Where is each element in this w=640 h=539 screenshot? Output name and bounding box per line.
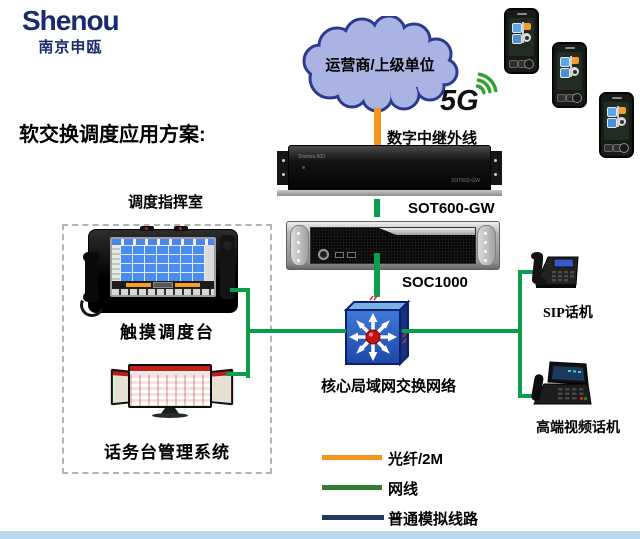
mobile-phone-icon (552, 42, 587, 108)
5g-icon: 5G (440, 64, 502, 117)
brand-logo: Shenou 南京申瓯 (22, 5, 120, 57)
gateway-label: SOT600-GW (408, 200, 495, 217)
usb-port-icon (347, 252, 356, 258)
lan-line-switch-phones (402, 329, 520, 333)
gateway-device: Shenou 600 SOT600-GW (277, 145, 502, 197)
power-button-icon (318, 249, 329, 260)
server-label: SOC1000 (402, 274, 468, 291)
console-nav-keys (153, 282, 173, 288)
core-switch-icon (341, 295, 411, 367)
lan-line-video-arm (518, 394, 538, 398)
console-clip (174, 226, 188, 231)
console-bottom-keys (112, 289, 214, 295)
dispatch-room-label: 调度指挥室 (128, 194, 204, 211)
console-screen-scroll (205, 245, 214, 281)
console-screen-sidebar (112, 245, 120, 281)
legend-analog-swatch (322, 515, 384, 520)
console-orange-key (126, 283, 151, 287)
legend-lan-swatch (322, 485, 382, 490)
rack-handle (477, 225, 496, 266)
console-speaker (220, 235, 235, 299)
lan-line-room-switch (246, 329, 346, 333)
lan-line-console-arm (230, 288, 250, 292)
digital-trunk-label: 数字中继外线 (387, 130, 478, 147)
lan-line-gateway-server (374, 199, 380, 217)
fiber-line-cloud-gateway (374, 108, 381, 148)
footer-accent-bar (0, 531, 640, 539)
sip-phone-icon (531, 252, 579, 288)
monitor-stand (160, 408, 180, 415)
video-phone-label: 高端视频话机 (536, 421, 620, 436)
lan-line-left-riser (246, 288, 250, 378)
sip-phone-label: SIP话机 (543, 306, 593, 321)
5g-text: 5G (440, 85, 479, 116)
operator-system-device (106, 362, 238, 418)
core-switch-label: 核心局域网交换网络 (321, 378, 457, 395)
lan-line-server-switch (374, 253, 380, 297)
operator-cloud-icon: 运营商/上级单位 (292, 16, 468, 118)
mobile-phone-icon (504, 8, 539, 74)
console-screen-tabs (112, 239, 214, 245)
gateway-panel-brand: Shenou 600 (298, 154, 325, 160)
rack-ear (489, 151, 502, 185)
gateway-base-plate (277, 190, 502, 196)
lan-line-right-riser (518, 270, 522, 398)
handset-icon (83, 252, 100, 302)
dispatch-room-box (62, 224, 272, 474)
monitor-base (152, 413, 188, 418)
brand-subtitle: 南京申瓯 (38, 39, 103, 56)
operator-system-label: 话务台管理系统 (104, 443, 230, 462)
console-function-row (112, 281, 214, 289)
cloud-label: 运营商/上级单位 (325, 57, 435, 74)
gateway-front-panel: Shenou 600 SOT600-GW (288, 145, 491, 192)
rack-handle (290, 225, 309, 266)
brand-name: Shenou (22, 5, 120, 36)
mobile-phone-icon (599, 92, 634, 158)
touch-console-device (76, 226, 238, 321)
console-clip (140, 226, 154, 231)
gateway-led (302, 166, 305, 169)
page-title: 软交换调度应用方案: (19, 124, 206, 146)
console-screen (110, 237, 216, 297)
legend-fiber-swatch (322, 455, 382, 460)
video-phone-icon (531, 361, 592, 405)
server-trim (379, 228, 475, 235)
lan-line-monitor-arm (226, 372, 250, 376)
lan-line-sip-arm (518, 270, 540, 274)
console-key-grid (120, 245, 205, 281)
console-orange-key (175, 283, 200, 287)
legend-analog-label: 普通模拟线路 (388, 511, 479, 528)
rack-ear (277, 151, 290, 185)
touch-console-label: 触摸调度台 (120, 323, 215, 342)
usb-port-icon (335, 252, 344, 258)
monitor-center (128, 364, 212, 408)
gateway-panel-model: SOT600-GW (451, 178, 480, 184)
server-device (286, 221, 500, 270)
legend-fiber-label: 光纤/2M (388, 451, 444, 468)
legend-lan-label: 网线 (388, 481, 419, 498)
cloud-shape (302, 16, 459, 113)
